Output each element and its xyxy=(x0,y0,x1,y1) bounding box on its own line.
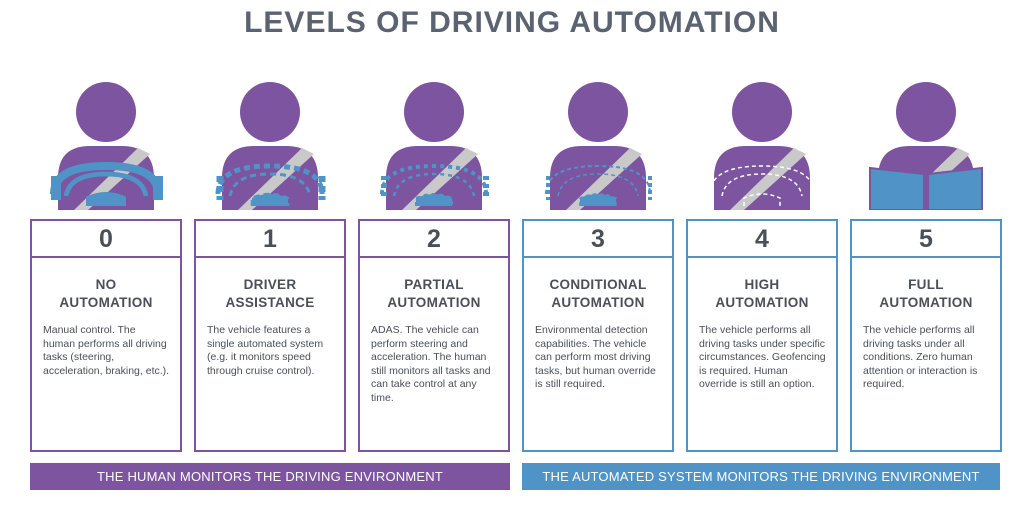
level-number: 4 xyxy=(688,221,836,258)
level-name-line1: NO xyxy=(95,277,117,292)
level-name-line1: CONDITIONAL xyxy=(549,277,647,292)
level-description: The vehicle performs all driving tasks u… xyxy=(699,324,826,390)
level-2-card: 2 PARTIAL AUTOMATION ADAS. The vehicle c… xyxy=(358,78,510,452)
level-name-line1: PARTIAL xyxy=(404,277,464,292)
level-5-card: 5 FULL AUTOMATION The vehicle performs a… xyxy=(850,78,1002,452)
level-name-line2: AUTOMATION xyxy=(715,295,809,310)
level-box: 0 NO AUTOMATION Manual control. The huma… xyxy=(30,219,182,452)
level-number: 2 xyxy=(360,221,508,258)
level-name-line2: ASSISTANCE xyxy=(225,295,315,310)
level-name-line1: DRIVER xyxy=(243,277,297,292)
level-description: ADAS. The vehicle can perform steering a… xyxy=(371,324,491,404)
level-name: HIGH AUTOMATION xyxy=(688,276,836,312)
level-number: 5 xyxy=(852,221,1000,258)
level-box: 2 PARTIAL AUTOMATION ADAS. The vehicle c… xyxy=(358,219,510,452)
level-1-card: 1 DRIVER ASSISTANCE The vehicle features… xyxy=(194,78,346,452)
driver-steering-wheel-icon xyxy=(358,78,510,210)
driver-steering-wheel-icon xyxy=(522,78,674,210)
human-monitors-banner: THE HUMAN MONITORS THE DRIVING ENVIRONME… xyxy=(30,463,510,490)
level-box: 4 HIGH AUTOMATION The vehicle performs a… xyxy=(686,219,838,452)
level-3-card: 3 CONDITIONAL AUTOMATION Environmental d… xyxy=(522,78,674,452)
level-box: 1 DRIVER ASSISTANCE The vehicle features… xyxy=(194,219,346,452)
level-description: The vehicle performs all driving tasks u… xyxy=(863,324,978,390)
system-monitors-banner: THE AUTOMATED SYSTEM MONITORS THE DRIVIN… xyxy=(522,463,1000,490)
level-4-card: 4 HIGH AUTOMATION The vehicle performs a… xyxy=(686,78,838,452)
level-description: Manual control. The human performs all d… xyxy=(43,324,170,377)
level-description: The vehicle features a single automated … xyxy=(207,324,324,377)
level-box: 5 FULL AUTOMATION The vehicle performs a… xyxy=(850,219,1002,452)
level-name: PARTIAL AUTOMATION xyxy=(360,276,508,312)
level-name-line2: AUTOMATION xyxy=(879,295,973,310)
level-number: 1 xyxy=(196,221,344,258)
level-0-card: 0 NO AUTOMATION Manual control. The huma… xyxy=(30,78,182,452)
level-name: CONDITIONAL AUTOMATION xyxy=(524,276,672,312)
level-name-line1: HIGH xyxy=(744,277,780,292)
level-name: DRIVER ASSISTANCE xyxy=(196,276,344,312)
driver-steering-wheel-icon xyxy=(30,78,182,210)
level-box: 3 CONDITIONAL AUTOMATION Environmental d… xyxy=(522,219,674,452)
driver-reading-book-icon xyxy=(850,78,1002,210)
level-name: NO AUTOMATION xyxy=(32,276,180,312)
level-number: 0 xyxy=(32,221,180,258)
driver-steering-wheel-icon xyxy=(686,78,838,210)
level-description: Environmental detection capabilities. Th… xyxy=(535,324,656,390)
level-name-line2: AUTOMATION xyxy=(387,295,481,310)
level-name-line2: AUTOMATION xyxy=(551,295,645,310)
level-name-line1: FULL xyxy=(908,277,944,292)
page-title: LEVELS OF DRIVING AUTOMATION xyxy=(244,6,780,39)
driver-steering-wheel-icon xyxy=(194,78,346,210)
level-number: 3 xyxy=(524,221,672,258)
level-name: FULL AUTOMATION xyxy=(852,276,1000,312)
level-name-line2: AUTOMATION xyxy=(59,295,153,310)
